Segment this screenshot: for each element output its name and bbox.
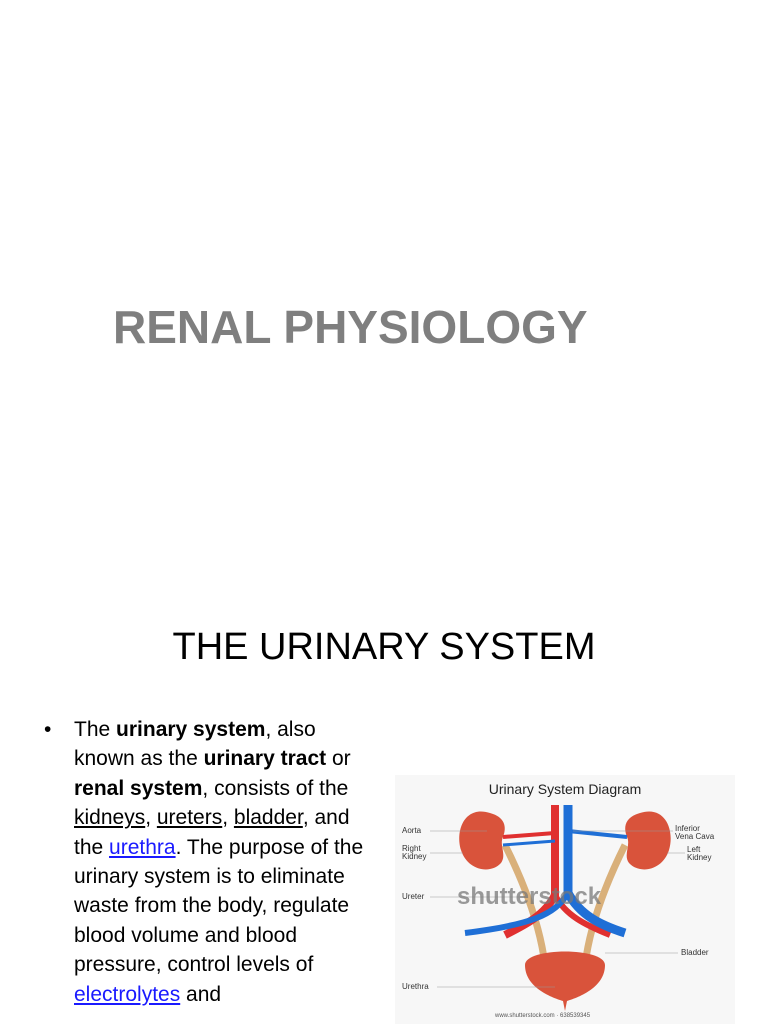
text-run: , — [145, 806, 157, 830]
bold-term: urinary system — [116, 718, 266, 741]
slide-heading: THE URINARY SYSTEM — [172, 626, 596, 668]
bullet-paragraph: The urinary system, also known as the ur… — [74, 715, 374, 1009]
urinary-system-diagram: Urinary System Diagram — [395, 775, 735, 1024]
label-ivc-1: Inferior — [675, 824, 700, 833]
iliac-artery — [552, 893, 612, 938]
text-run: , consists of the — [202, 776, 349, 800]
text-run: , and the — [74, 806, 350, 859]
label-right-kidney-2: Kidney — [402, 852, 427, 861]
link-ureters[interactable]: ureters — [156, 806, 223, 830]
left-kidney-shape — [625, 811, 671, 870]
bold-term: urinary tract — [203, 747, 327, 771]
label-bladder: Bladder — [681, 948, 709, 957]
label-ureter: Ureter — [402, 892, 425, 901]
text-run: , — [222, 806, 234, 830]
link-electrolytes[interactable]: electrolytes — [74, 982, 181, 1006]
label-urethra: Urethra — [402, 982, 429, 991]
bold-term: renal system — [74, 776, 203, 800]
text-run: and — [180, 982, 222, 1006]
bladder-shape — [525, 951, 605, 1011]
slide-title: RENAL PHYSIOLOGY — [113, 301, 588, 353]
link-kidneys[interactable]: kidneys — [74, 806, 146, 830]
text-run: , also known as the — [74, 718, 316, 771]
iliac-vein — [464, 891, 571, 936]
link-bladder[interactable]: bladder — [233, 806, 303, 830]
text-run: or — [326, 747, 351, 771]
diagram-title: Urinary System Diagram — [488, 781, 642, 797]
label-ivc-2: Vena Cava — [675, 832, 715, 841]
watermark: shutterstock — [457, 883, 602, 910]
text-run: . The purpose of the urinary system is t… — [74, 835, 364, 977]
label-left-kidney-1: Left — [687, 845, 701, 854]
label-left-kidney-2: Kidney — [687, 853, 712, 862]
right-ureter — [501, 843, 549, 966]
label-right-kidney-1: Right — [402, 844, 421, 853]
text-run: The — [74, 718, 117, 741]
left-ureter — [581, 843, 629, 966]
right-kidney-shape — [459, 811, 505, 870]
label-aorta: Aorta — [402, 826, 422, 835]
link-urethra[interactable]: urethra — [109, 835, 176, 859]
image-credit: www.shutterstock.com · 638539345 — [495, 1013, 591, 1019]
urinary-illustration — [430, 805, 685, 1011]
bullet-marker: • — [44, 718, 52, 741]
